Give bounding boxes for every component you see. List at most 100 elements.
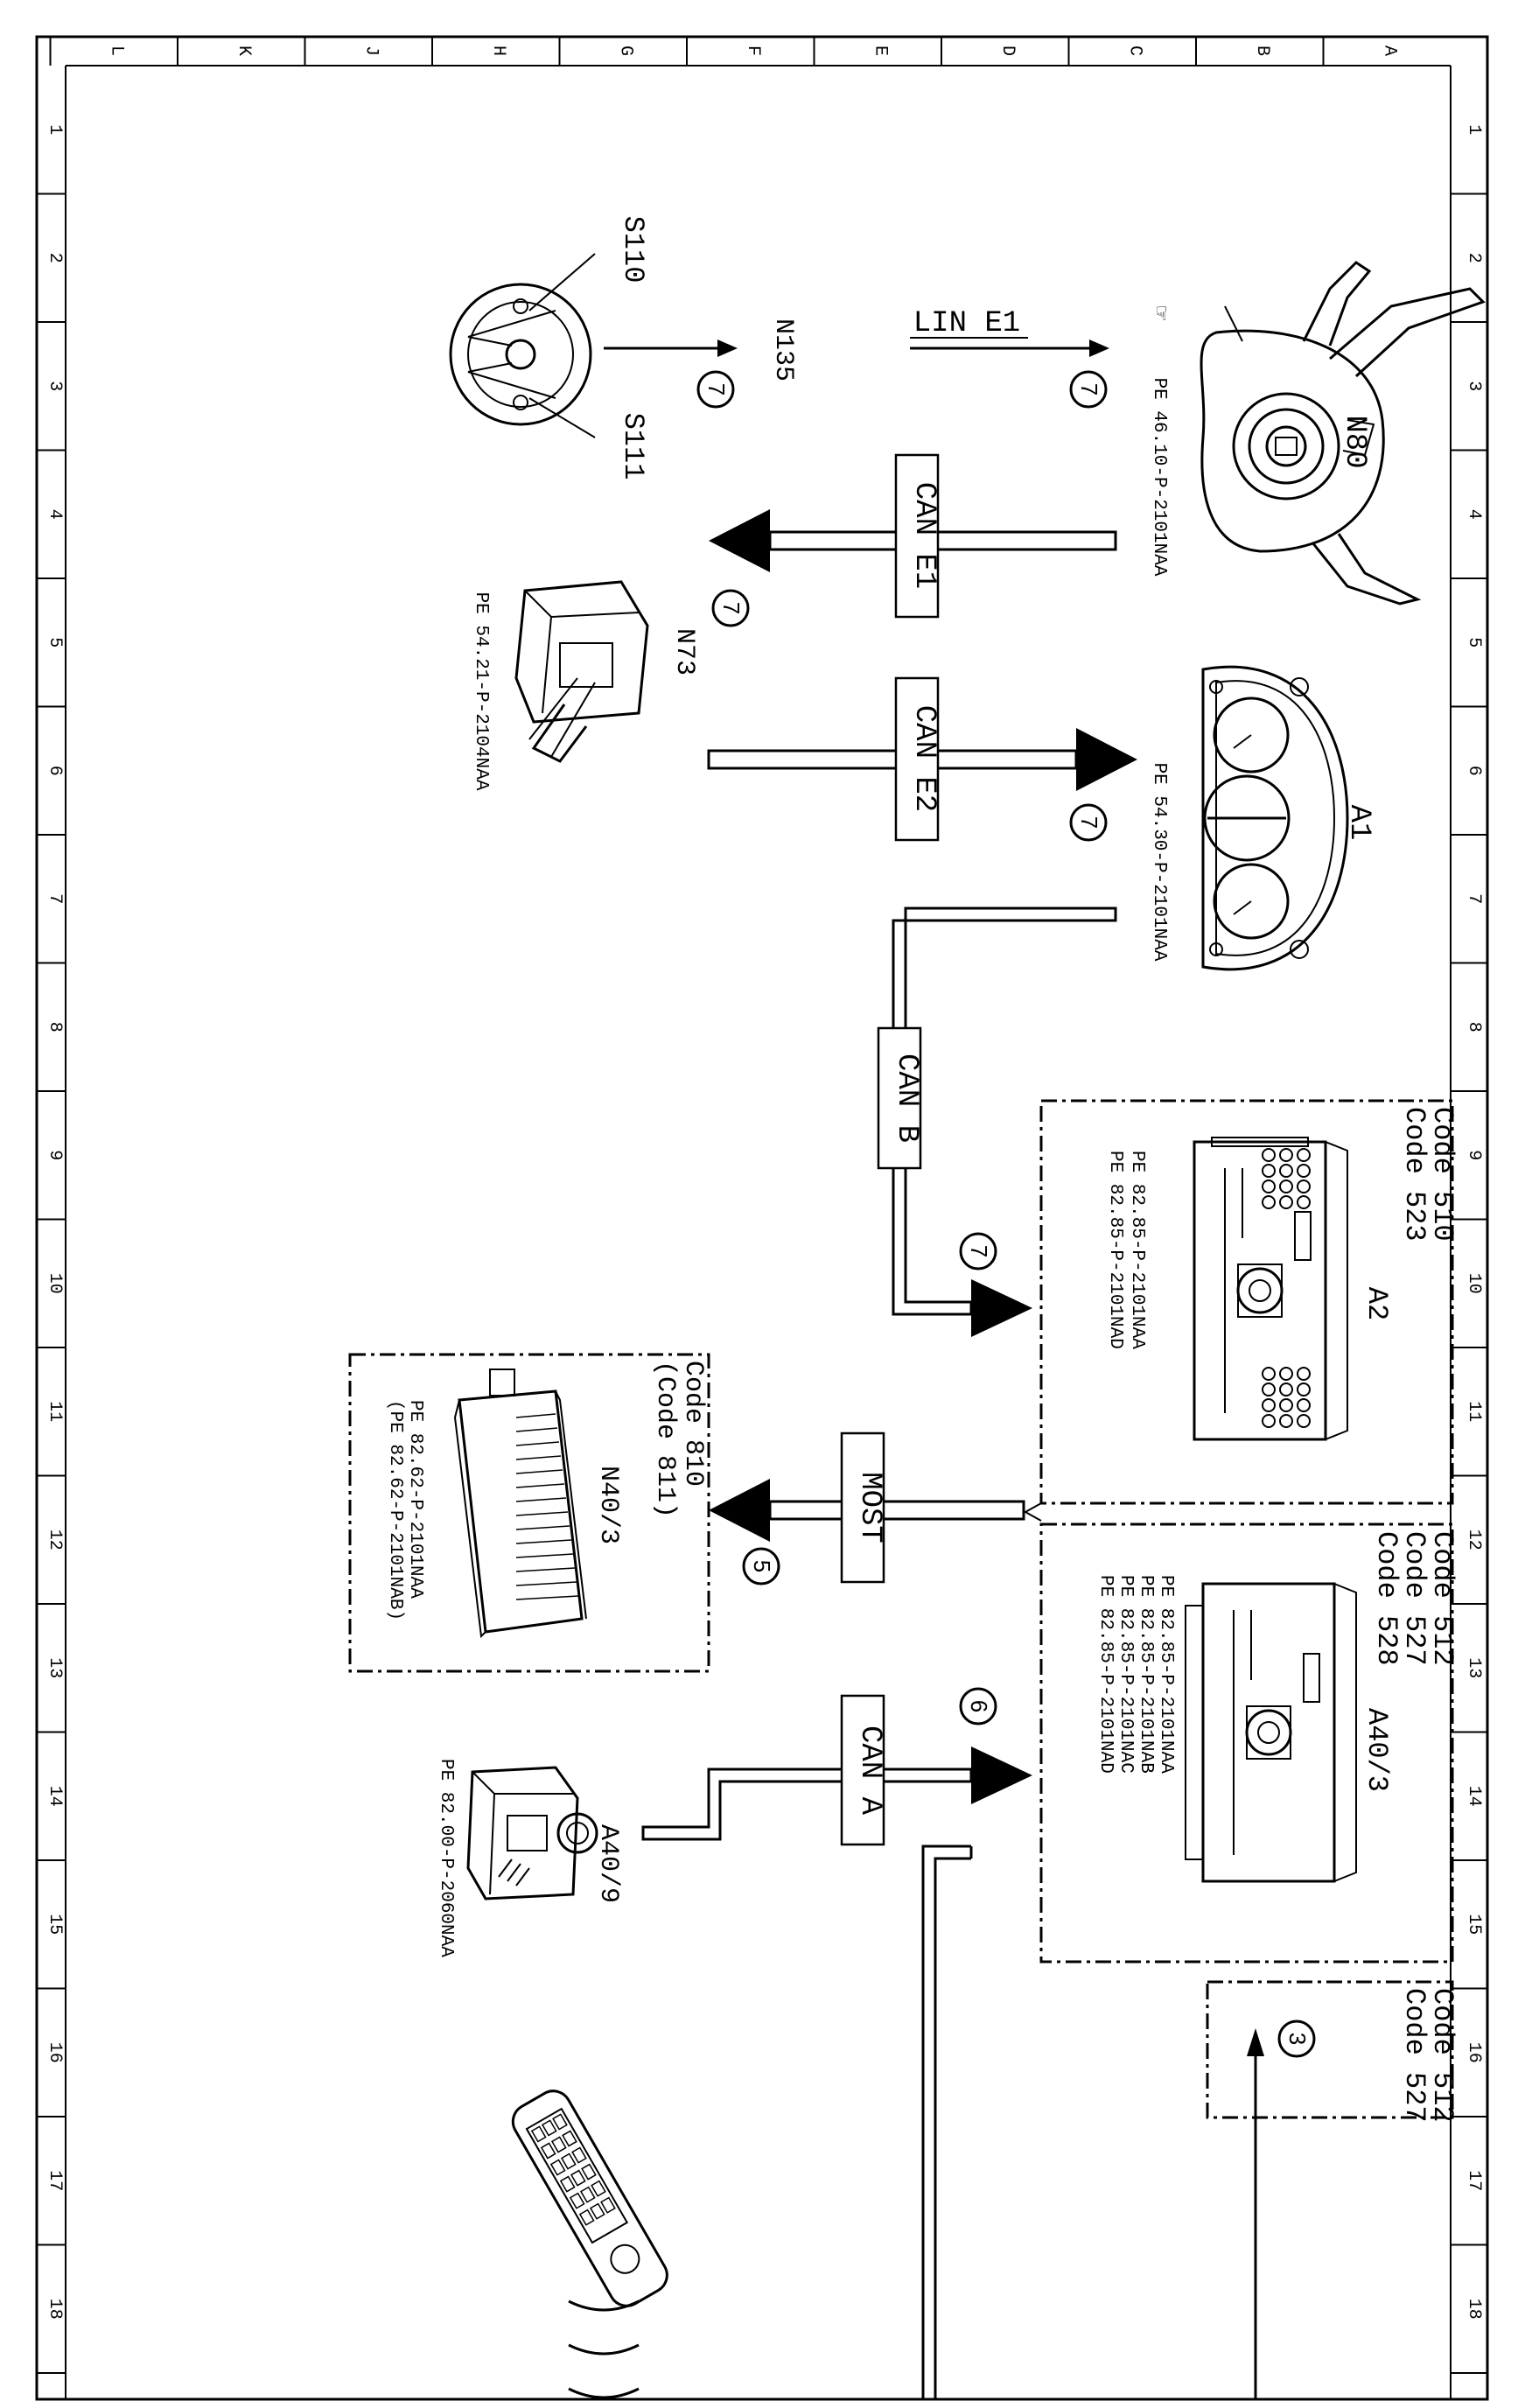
n40-3-label: N40/3 [593,1466,623,1544]
can-a-label-box: CAN A [840,1694,886,1846]
row-number-right-5: 5 [1464,637,1484,648]
can-b-label-box: CAN B [877,1026,923,1170]
row-number-left-16: 16 [45,2042,65,2063]
b16-circled-number: 3 [1277,2020,1316,2058]
most-label: MOST [853,1472,886,1544]
can-e2-label-box: CAN E2 [894,676,941,842]
n40-3-ref-1: PE 82.62-P-2101NAA [405,1400,425,1599]
steering-wheel-s110-s111 [449,283,592,426]
column-letter-K: K [234,46,254,56]
a40-3-option-box [1039,1522,1454,1964]
row-number-right-4: 4 [1464,509,1484,520]
option-brace [1023,1502,1042,1522]
column-letter-H: H [488,46,508,56]
a40-9-reference: PE 82.00-P-2060NAA [436,1759,456,1957]
column-letter-F: F [743,46,763,56]
remote-control [511,2090,668,2307]
row-number-left-8: 8 [45,1022,65,1032]
b16-option-box [1206,1980,1454,2119]
row-number-right-8: 8 [1464,1022,1484,1032]
a40-3-ref-4: PE 82.85-P-2101NAD [1095,1575,1116,1774]
row-number-left-15: 15 [45,1914,65,1935]
row-number-right-7: 7 [1464,893,1484,904]
a2-ref-2: PE 82.85-P-2101NAD [1105,1151,1125,1349]
can-e1-link [709,509,1117,572]
row-number-left-7: 7 [45,893,65,904]
row-number-left-18: 18 [45,2299,65,2320]
svg-text:6: 6 [966,1700,992,1712]
a2-code-1: Code 510 [1426,1107,1459,1242]
a1-reference: PE 54.30-P-2101NAA [1149,763,1169,962]
svg-text:7: 7 [966,1245,992,1257]
row-number-right-12: 12 [1464,1530,1484,1550]
a2-radio-unit [1193,1137,1348,1441]
svg-text:7: 7 [718,602,745,614]
n40-3-code-2: (Code 811) [650,1361,680,1518]
a2-circled-number: 7 [959,1232,997,1270]
row-number-left-10: 10 [45,1273,65,1294]
s111-label: S111 [617,413,649,480]
svg-text:7: 7 [1076,816,1102,829]
row-number-right-9: 9 [1464,1150,1484,1160]
s110-label: S110 [617,216,649,284]
can-a-link [641,1746,1032,1841]
a1-label: A1 [1342,805,1375,841]
n40-3-code-1: Code 810 [678,1361,708,1487]
infrared-signal-icon [568,2300,640,2399]
row-number-left-5: 5 [45,637,65,648]
can-e2-label: CAN E2 [907,705,941,812]
most-label-box: MOST [840,1432,886,1584]
a2-option-box [1039,1099,1454,1505]
a40-3-code-3: Code 528 [1370,1531,1403,1666]
can-a-label: CAN A [853,1726,886,1816]
a1-circled-number: 7 [1069,803,1108,842]
n73-ignition-switch [514,580,649,763]
drawing-frame [35,35,1489,2401]
row-number-left-14: 14 [45,1786,65,1807]
n40-3-amplifier [453,1368,587,1639]
n135-link [604,340,738,357]
a2-code-2: Code 523 [1398,1107,1431,1242]
n73-reference: PE 54.21-P-2104NAA [471,592,491,791]
b16-code-2: Code 527 [1398,1988,1431,2123]
can-b-label: CAN B [890,1054,923,1143]
row-number-left-13: 13 [45,1657,65,1678]
svg-text:3: 3 [1284,2033,1311,2045]
most-link [709,1479,1025,1542]
a1-instrument-cluster [1201,665,1349,971]
a40-3-label: A40/3 [1361,1708,1393,1792]
b16-input-arrow [1247,2028,1264,2399]
column-letter-B: B [1252,46,1272,56]
a40-3-ref-2: PE 82.85-P-2101NAB [1136,1575,1156,1774]
row-number-left-12: 12 [45,1530,65,1550]
lin-e1-link [910,337,1109,357]
n80-reference: PE 46.10-P-2101NAA [1149,378,1169,577]
n80-circled-number: 7 [1069,370,1108,409]
n135-label: N135 [768,318,798,382]
row-number-right-14: 14 [1464,1786,1484,1807]
a40-3-code-2: Code 527 [1398,1531,1431,1666]
can-a-downlink [921,1844,973,2399]
can-b-link [892,906,1117,1337]
column-letter-L: L [106,46,126,56]
n80-steering-column-module [1200,261,1486,606]
a2-label: A2 [1361,1287,1393,1320]
row-number-right-18: 18 [1464,2299,1484,2320]
can-e2-link [707,728,1137,791]
column-letter-G: G [615,46,635,56]
a40-3-code-1: Code 512 [1426,1531,1459,1666]
a40-3-circled-number: 6 [959,1687,997,1726]
row-number-left-2: 2 [45,253,65,263]
lin-e1-label: LIN E1 [913,307,1020,340]
row-number-left-9: 9 [45,1150,65,1160]
column-letter-A: A [1379,46,1399,56]
row-number-left-17: 17 [45,2170,65,2191]
row-number-left-4: 4 [45,509,65,520]
row-number-right-6: 6 [1464,766,1484,776]
row-number-right-17: 17 [1464,2170,1484,2191]
row-number-right-15: 15 [1464,1914,1484,1935]
a40-9-label: A40/9 [593,1824,623,1903]
